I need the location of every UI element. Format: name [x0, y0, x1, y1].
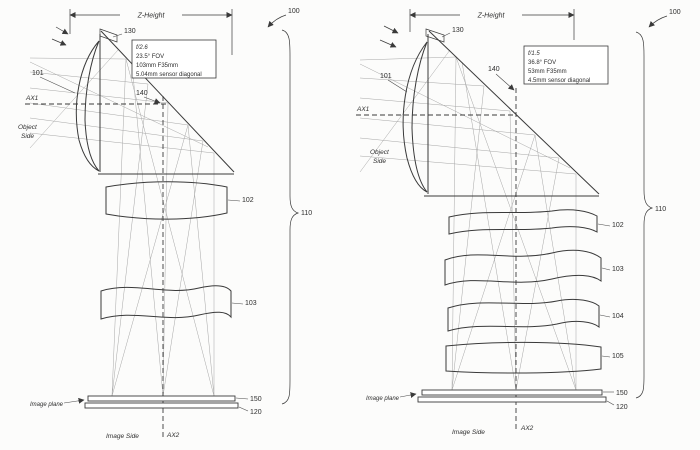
ref-150-label: 150 [250, 396, 262, 403]
lens-element-105 [445, 341, 602, 374]
sensor-120 [417, 396, 607, 403]
spec-sensor: 5.04mm sensor diagonal [136, 72, 202, 78]
z-height-dimension: Z-Height [69, 9, 233, 55]
ref-102-label: 102 [612, 222, 624, 229]
ref-130-leader [441, 32, 451, 38]
spec-fov: 36.8° FOV [528, 60, 556, 66]
ir-filter-150 [87, 395, 236, 402]
image-side-label: Image Side [106, 433, 139, 440]
ray-traces [359, 49, 577, 391]
spec-fov: 23.5° FOV [136, 54, 164, 60]
object-side-label-2: Side [373, 158, 386, 165]
ref-104-leader [599, 314, 611, 318]
image-side-label: Image Side [452, 429, 485, 436]
ray-traces [29, 49, 215, 397]
ref-130-label: 130 [452, 27, 464, 34]
lens-diagram-right: Z-Height 110 100 130 101 140 102 103 104… [356, 9, 681, 436]
ref-120-label: 120 [250, 409, 262, 416]
z-height-dimension: Z-Height [409, 9, 575, 40]
ref-100-label: 100 [669, 9, 681, 16]
ref-150-leader [235, 397, 249, 400]
ref-103-leader [601, 267, 611, 271]
ref-120-leader [238, 406, 249, 412]
ref-103-label: 103 [245, 300, 257, 307]
spec-focal: 53mm F35mm [528, 69, 567, 75]
ref-120-leader [606, 400, 615, 406]
sensor-120 [84, 402, 239, 409]
ref-103-label: 103 [612, 266, 624, 273]
ref-100-arrow [267, 14, 287, 28]
ref-140-leader [143, 96, 161, 104]
object-side-label-1: Object [370, 149, 390, 156]
aperture-element-130 [425, 28, 445, 43]
ref-102-label: 102 [242, 197, 254, 204]
assembly-brace [635, 31, 654, 399]
image-plane-label: Image plane [366, 396, 400, 402]
image-plane-leader [399, 392, 417, 398]
ax1-label: AX1 [356, 106, 370, 113]
ax1-label: AX1 [25, 95, 39, 102]
ref-104-label: 104 [612, 313, 624, 320]
incoming-ray-arrows [51, 26, 69, 46]
spec-fnumber: f/1.5 [528, 51, 540, 57]
spec-box: f/2.6 23.5° FOV 103mm F35mm 5.04mm senso… [131, 39, 217, 79]
prism [98, 30, 235, 175]
ref-101-label: 101 [32, 70, 44, 77]
assembly-brace [281, 29, 300, 405]
ref-140-leader [495, 73, 515, 91]
ref-130-leader [112, 33, 123, 38]
object-side-label-2: Side [21, 133, 34, 140]
ref-102-leader [227, 199, 241, 202]
object-side-label-1: Object [18, 124, 38, 131]
prism [424, 30, 600, 197]
image-plane-label: Image plane [30, 402, 64, 408]
ir-filter-150 [421, 389, 603, 396]
ax2-label: AX2 [520, 425, 534, 432]
ref-100-label: 100 [288, 8, 300, 15]
aperture-element-130 [99, 28, 118, 43]
ax2-label: AX2 [166, 432, 180, 439]
spec-fnumber: f/2.6 [136, 45, 148, 51]
ref-101-leader [39, 76, 76, 94]
lens-element-103 [100, 285, 232, 320]
lens-element-101 [75, 40, 100, 172]
spec-sensor: 4.5mm sensor diagonal [528, 78, 590, 84]
ref-101-leader [387, 79, 408, 93]
ref-110-label: 110 [655, 206, 666, 213]
z-height-label: Z-Height [477, 13, 506, 20]
ref-102-leader [597, 223, 611, 227]
ref-103-leader [231, 302, 244, 305]
ref-140-label: 140 [136, 90, 148, 97]
ref-140-label: 140 [488, 66, 500, 73]
ref-150-label: 150 [616, 390, 628, 397]
lens-element-102 [448, 209, 598, 235]
lens-element-101 [402, 41, 428, 193]
ref-110-label: 110 [301, 210, 312, 217]
ref-120-label: 120 [616, 404, 628, 411]
ref-101-label: 101 [380, 73, 392, 80]
image-plane-leader [63, 397, 85, 404]
z-height-label: Z-Height [137, 13, 166, 20]
spec-focal: 103mm F35mm [136, 63, 178, 69]
ref-105-label: 105 [612, 353, 624, 360]
lens-element-104 [447, 298, 600, 332]
incoming-ray-arrows [379, 25, 399, 48]
lens-element-103 [444, 249, 602, 286]
ref-105-leader [601, 355, 611, 358]
spec-box: f/1.5 36.8° FOV 53mm F35mm 4.5mm sensor … [523, 45, 609, 85]
lens-element-102 [105, 181, 228, 220]
ref-100-arrow [648, 15, 668, 28]
lens-diagram-left: Z-Height 110 100 130 101 140 102 103 150… [18, 8, 312, 440]
ref-130-label: 130 [124, 28, 136, 35]
